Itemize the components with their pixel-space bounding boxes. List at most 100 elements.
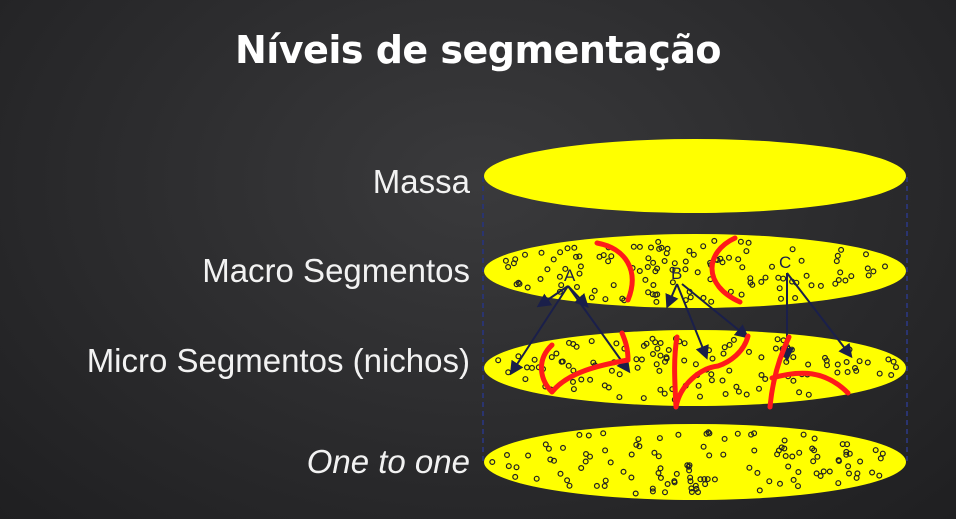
dot: [727, 288, 734, 295]
dot: [704, 476, 711, 483]
dot: [853, 474, 860, 481]
dot: [521, 251, 528, 258]
dot: [515, 279, 522, 286]
level-label-macro: Macro Segmentos: [202, 252, 470, 289]
red-annotations: [539, 235, 851, 410]
dot: [588, 294, 595, 301]
dot: [547, 456, 554, 463]
disc-micro: [484, 330, 906, 406]
dot: [876, 370, 883, 377]
dot: [633, 356, 640, 363]
dot: [590, 359, 597, 366]
dot: [601, 382, 608, 389]
dot: [675, 431, 682, 438]
dot: [782, 453, 789, 460]
dot: [869, 469, 876, 476]
dot: [833, 258, 840, 265]
dot: [619, 295, 626, 302]
dot: [505, 463, 512, 470]
dot: [758, 372, 765, 379]
dot: [853, 367, 860, 374]
dot: [647, 244, 654, 251]
dot: [694, 489, 701, 496]
dot: [692, 361, 699, 368]
dot: [513, 464, 520, 471]
dot: [848, 273, 855, 280]
dot: [774, 451, 781, 458]
marker-b: B: [671, 264, 682, 283]
dot: [696, 393, 703, 400]
dot: [743, 248, 750, 255]
dot: [636, 243, 643, 250]
dot: [890, 358, 897, 365]
dot: [628, 474, 635, 481]
dot: [737, 238, 744, 245]
dot: [533, 475, 540, 482]
dot: [835, 277, 842, 284]
dot: [601, 483, 608, 490]
dot: [650, 282, 657, 289]
dot: [616, 394, 623, 401]
dot: [504, 452, 511, 459]
dot: [721, 435, 728, 442]
dot: [572, 253, 579, 260]
dot: [834, 252, 841, 259]
dot: [553, 350, 560, 357]
dot: [636, 443, 643, 450]
dot: [892, 364, 899, 371]
dot: [811, 435, 818, 442]
dot: [564, 245, 571, 252]
dot: [602, 477, 609, 484]
dot: [649, 485, 656, 492]
dot: [705, 429, 712, 436]
dot: [559, 444, 566, 451]
dot: [856, 358, 863, 365]
dot: [649, 335, 656, 342]
dot: [657, 386, 664, 393]
dot: [569, 378, 576, 385]
dot: [721, 344, 728, 351]
dot: [747, 279, 754, 286]
dot: [655, 470, 662, 477]
dot: [663, 250, 670, 257]
dot: [796, 389, 803, 396]
dot: [605, 258, 612, 265]
dot: [576, 270, 583, 277]
dot: [538, 249, 545, 256]
dot: [525, 452, 532, 459]
dot: [571, 244, 578, 251]
dot: [644, 264, 651, 271]
dot: [558, 282, 565, 289]
level-label-one-to-one: One to one: [306, 443, 470, 480]
dot: [834, 369, 841, 376]
dot: [785, 463, 792, 470]
dot: [711, 476, 718, 483]
dot: [814, 453, 821, 460]
dot: [720, 451, 727, 458]
dot: [649, 488, 656, 495]
dot: [673, 470, 680, 477]
dot: [790, 377, 797, 384]
dot: [657, 352, 664, 359]
dot: [754, 469, 761, 476]
dot: [726, 341, 733, 348]
dot: [587, 376, 594, 383]
dot: [565, 362, 572, 369]
dot: [845, 470, 852, 477]
dot: [661, 489, 668, 496]
dot: [602, 296, 609, 303]
dot: [845, 463, 852, 470]
dot: [687, 474, 694, 481]
dot: [834, 361, 841, 368]
level-label-micro: Micro Segmentos (nichos): [86, 342, 470, 379]
dot: [566, 482, 573, 489]
dot: [789, 453, 796, 460]
dot: [739, 264, 746, 271]
dot: [706, 430, 713, 437]
dot: [671, 478, 678, 485]
dot: [537, 276, 544, 283]
dot: [556, 288, 563, 295]
dot: [835, 480, 842, 487]
dot: [726, 367, 733, 374]
dot: [656, 245, 663, 252]
